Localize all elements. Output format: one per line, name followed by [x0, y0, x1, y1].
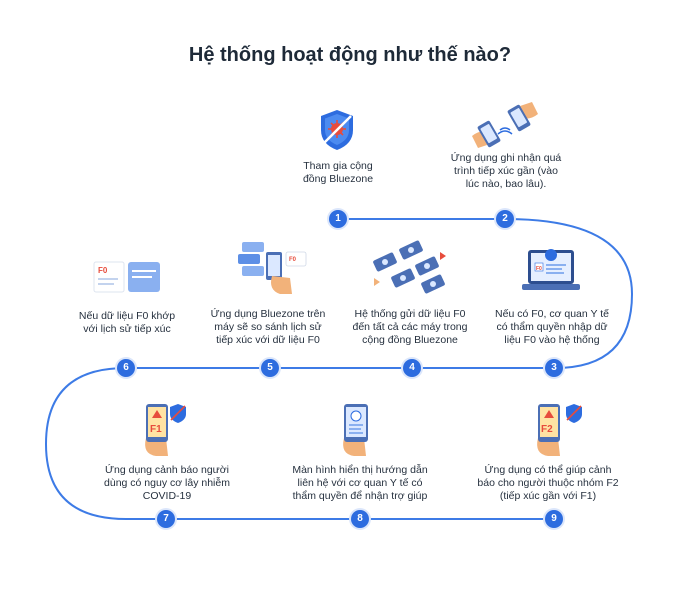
step-4-badge: 4	[403, 359, 421, 377]
step-9-badge: 9	[545, 510, 563, 528]
phones-handshake-icon	[470, 100, 540, 157]
f0-label: F0	[536, 266, 542, 272]
step-1-badge: 1	[329, 210, 347, 228]
step-3-badge: 3	[545, 359, 563, 377]
step-7-badge: 7	[157, 510, 175, 528]
f0-label: F0	[98, 266, 108, 275]
data-match-icon: F0	[92, 258, 164, 303]
page-title: Hệ thống hoạt động như thế nào?	[188, 44, 512, 66]
phone-f2-alert-icon: F2	[530, 402, 586, 463]
f2-label: F2	[541, 424, 553, 435]
step-6-badge: 6	[117, 359, 135, 377]
step-5-badge: 5	[261, 359, 279, 377]
f1-label: F1	[150, 424, 162, 435]
step-2-badge: 2	[496, 210, 514, 228]
f0-label: F0	[289, 257, 297, 263]
step-8-badge: 8	[351, 510, 369, 528]
phone-compare-icon: F0	[238, 240, 308, 301]
shield-virus-icon	[318, 108, 356, 157]
phone-guidance-icon	[336, 402, 380, 463]
phone-f1-alert-icon: F1	[136, 402, 188, 463]
laptop-icon: F0	[520, 246, 582, 301]
phones-network-icon	[370, 238, 450, 301]
